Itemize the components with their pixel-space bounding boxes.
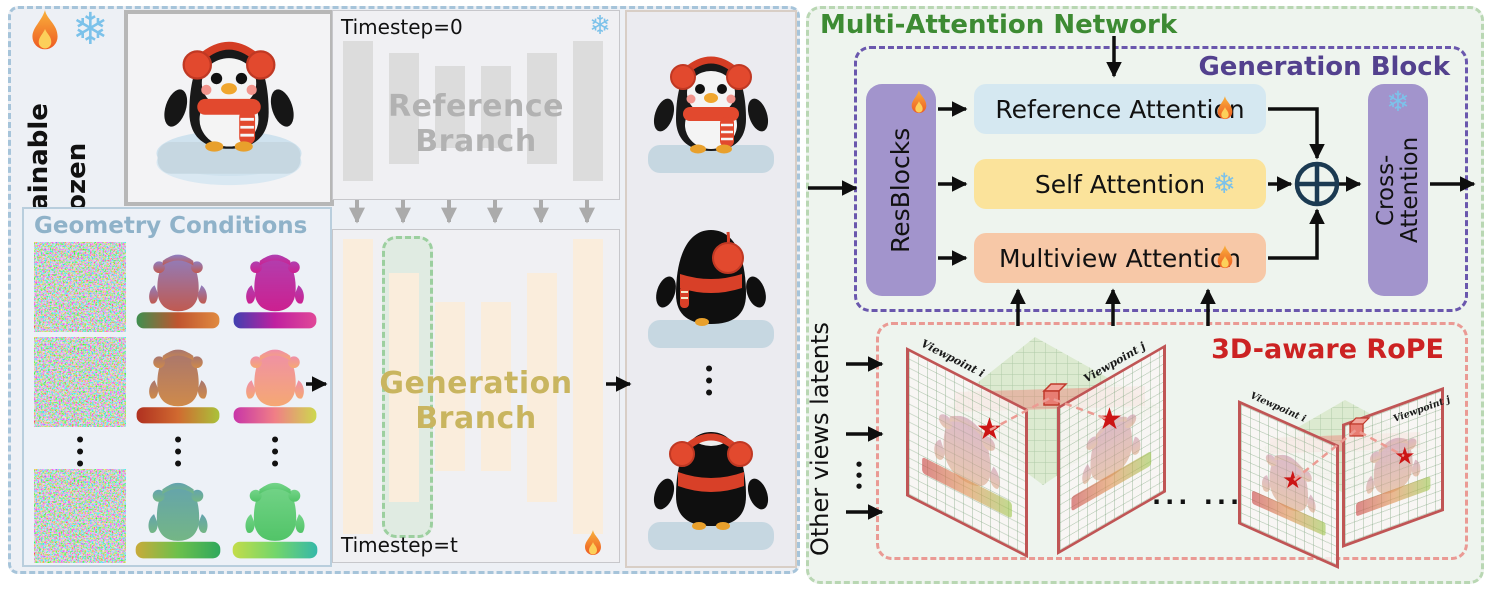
- horizontal-ellipsis: ... ...: [1152, 482, 1244, 510]
- reference-branch-box: Timestep=0 ❄ Reference Branch: [332, 10, 620, 200]
- generated-view-back: [636, 212, 786, 352]
- geometry-map-image: [132, 242, 224, 332]
- vertical-ellipsis: • • •: [703, 360, 715, 405]
- cross-attention-box: ❄ Cross- Attention: [1368, 84, 1428, 296]
- noise-image: [34, 469, 126, 563]
- rope-label: 3D-aware RoPE: [1211, 334, 1444, 365]
- vertical-ellipsis: • • •: [269, 431, 281, 476]
- vertical-ellipsis: • • •: [854, 456, 864, 496]
- geometry-map-image: [229, 469, 321, 563]
- flame-icon: [581, 530, 605, 558]
- viewpoint-plane-j: [1057, 344, 1166, 555]
- reference-image-box: [124, 10, 334, 206]
- reference-branch-title: Reference Branch: [388, 89, 564, 159]
- timestep-t-label: Timestep=t: [341, 533, 458, 557]
- geometry-map-image: [229, 337, 321, 427]
- geometry-conditions-title: Geometry Conditions: [34, 213, 308, 239]
- geometry-conditions-box: Geometry Conditions • • • • • • • • •: [22, 207, 332, 567]
- multi-attention-network-title: Multi-Attention Network: [820, 10, 1178, 40]
- resblocks-box: ResBlocks: [866, 84, 936, 296]
- star-icon: ★: [1394, 442, 1416, 470]
- star-icon: ★: [1096, 402, 1123, 437]
- generated-view-back-2: [636, 412, 786, 552]
- multiview-attention-box: Multiview Attention: [974, 233, 1266, 283]
- multiview-attention-label: Multiview Attention: [998, 243, 1241, 273]
- self-attention-box: Self Attention ❄: [974, 159, 1266, 209]
- snowflake-icon: ❄: [72, 4, 109, 55]
- viewpoint-plane-i: [906, 347, 1028, 559]
- geometry-map-image: [132, 469, 224, 563]
- generated-views-box: • • •: [625, 10, 797, 568]
- timestep-0-label: Timestep=0: [341, 15, 463, 39]
- generated-view-front: [636, 37, 786, 177]
- reference-penguin-image: [144, 28, 314, 186]
- star-icon: ★: [1282, 466, 1304, 494]
- reference-attention-label: Reference Attention: [995, 94, 1245, 124]
- star-icon: ★: [976, 412, 1003, 447]
- noise-image: [34, 242, 126, 332]
- flame-icon: [1214, 245, 1236, 271]
- reference-attention-box: Reference Attention: [974, 84, 1266, 134]
- generation-block-label: Generation Block: [1198, 52, 1450, 82]
- geometry-map-image: [132, 337, 224, 427]
- flame-icon: [1214, 96, 1236, 122]
- viewpoint-plane-j-2: [1342, 386, 1444, 548]
- self-attention-label: Self Attention: [1034, 169, 1206, 199]
- flame-icon: [908, 90, 930, 116]
- snowflake-icon: ❄: [1212, 167, 1236, 200]
- generation-branch-box: Generation Branch Timestep=t: [332, 229, 620, 563]
- other-views-latents-label: Other views latents: [806, 322, 834, 556]
- generation-branch-title: Generation Branch: [379, 366, 573, 436]
- snowflake-icon: ❄: [1386, 85, 1410, 118]
- viewpoint-plane-i-2: [1238, 400, 1339, 569]
- noise-image: [34, 337, 126, 427]
- flame-icon: [26, 10, 64, 54]
- geometry-map-image: [229, 242, 321, 332]
- cross-attention-label: Cross- Attention: [1372, 136, 1423, 244]
- snowflake-icon: ❄: [589, 11, 611, 41]
- vertical-ellipsis: • • •: [172, 431, 184, 476]
- vertical-ellipsis: • • •: [74, 431, 86, 476]
